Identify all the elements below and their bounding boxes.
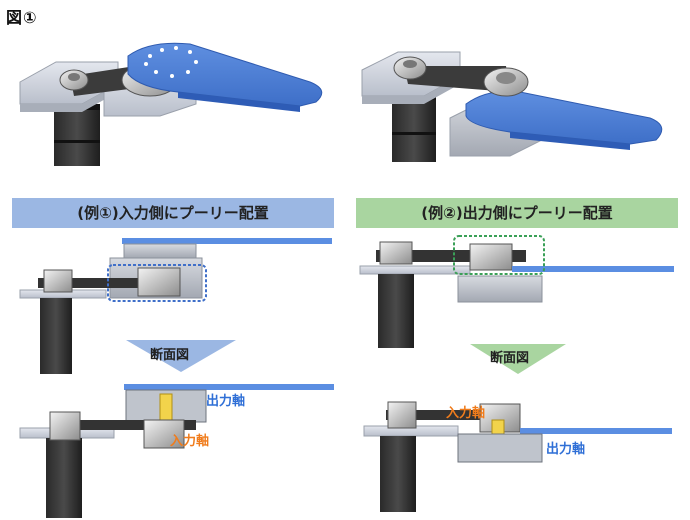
- input-shaft-label-example2: 入力軸: [446, 406, 486, 421]
- input-pulley: [49, 411, 81, 441]
- iso-view-example2: [361, 51, 663, 162]
- timing-belt: [386, 410, 506, 420]
- cross-section-example2: [363, 401, 672, 512]
- input-pulley: [379, 241, 413, 265]
- iso-view-example1: [19, 42, 323, 166]
- banner-example1: (例①)入力側にプーリー配置: [12, 198, 334, 228]
- arm-side: [122, 238, 332, 244]
- section-arrow-example1: [126, 340, 236, 372]
- figure-title: 図①: [6, 8, 38, 27]
- input-pulley: [387, 401, 417, 429]
- output-shaft-label-example2: 出力軸: [546, 442, 586, 457]
- motor-body: [378, 274, 414, 348]
- motor-body: [392, 94, 436, 162]
- banner-example2: (例②)出力側にプーリー配置: [356, 198, 678, 228]
- motor-body: [380, 436, 416, 512]
- section-label-example1: 断面図: [150, 348, 190, 363]
- section-label-example2: 断面図: [490, 351, 530, 366]
- motor-body: [40, 298, 72, 374]
- highlight-box: [453, 235, 545, 275]
- timing-belt: [56, 420, 196, 430]
- motor-body: [54, 104, 100, 166]
- timing-belt: [404, 66, 510, 92]
- arm-section: [520, 428, 672, 434]
- blue-arm: [127, 42, 323, 107]
- output-pulley: [143, 419, 185, 449]
- output-pulley: [469, 243, 513, 271]
- arm-section: [124, 384, 334, 390]
- highlight-box: [107, 264, 207, 302]
- reducer-block: [457, 275, 543, 303]
- output-pulley: [137, 267, 181, 297]
- side-view-example2: [359, 235, 674, 348]
- cross-section-example1: [19, 384, 334, 518]
- reducer-section: [457, 433, 543, 463]
- motor-body: [46, 438, 82, 518]
- arm-side: [512, 266, 674, 272]
- input-pulley: [43, 269, 73, 293]
- input-shaft-label-example1: 入力軸: [170, 434, 210, 449]
- side-view-example1: [19, 238, 332, 374]
- section-arrow-example2: [470, 344, 566, 374]
- output-shaft-label-example1: 出力軸: [206, 394, 246, 409]
- output-flange: [123, 243, 197, 259]
